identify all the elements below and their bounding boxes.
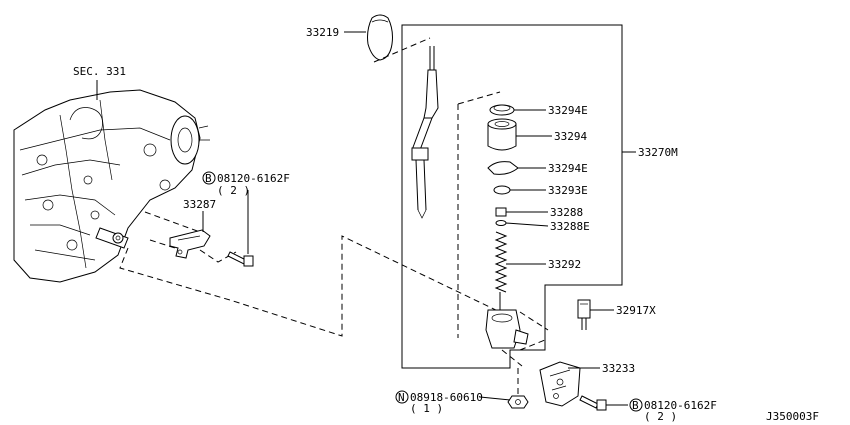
nut-qty: ( 1 )	[410, 402, 443, 415]
part-label-32917X: 32917X	[616, 304, 656, 317]
part-label-33219: 33219	[306, 26, 339, 39]
part-label-33293E: 33293E	[548, 184, 588, 197]
bolt-lower	[579, 395, 607, 411]
bolt-lower-number: 08120-6162F	[644, 399, 717, 412]
bolt-lower-marker: B	[632, 399, 639, 412]
switch-32917X	[577, 299, 591, 330]
bolt-upper-marker: B	[205, 172, 212, 185]
part-label-33233: 33233	[602, 362, 635, 375]
part-label-33270M: 33270M	[638, 146, 678, 159]
part-label-33288E: 33288E	[550, 220, 590, 233]
bolt-lower-marker-circle	[629, 398, 643, 412]
diagram-id: J350003F	[766, 410, 819, 423]
nut	[507, 395, 529, 409]
nut-marker: N	[398, 391, 405, 404]
bracket-33287	[169, 229, 211, 259]
part-label-33294E-top: 33294E	[548, 104, 588, 117]
part-label-33294: 33294	[554, 130, 587, 143]
bolt-lower-qty: ( 2 )	[644, 410, 677, 423]
bracket-33233	[539, 361, 581, 407]
transmission-illustration	[13, 89, 210, 283]
nut-number: 08918-60610	[410, 391, 483, 404]
bolt-marker-circle	[202, 171, 216, 185]
part-label-33292: 33292	[548, 258, 581, 271]
assembly-outline-33270M	[401, 24, 623, 369]
nut-marker-circle	[395, 390, 409, 404]
part-label-33287: 33287	[183, 198, 216, 211]
shifter-parts-stack	[457, 91, 549, 396]
shift-knob-33219	[367, 14, 393, 61]
bolt-upper-number: 08120-6162F	[217, 172, 290, 185]
bolt-upper	[227, 251, 254, 267]
part-label-33294E-mid: 33294E	[548, 162, 588, 175]
shift-lever	[411, 46, 439, 219]
section-ref-label: SEC. 331	[73, 65, 126, 78]
bolt-upper-qty: ( 2 )	[217, 184, 250, 197]
part-label-33288: 33288	[550, 206, 583, 219]
